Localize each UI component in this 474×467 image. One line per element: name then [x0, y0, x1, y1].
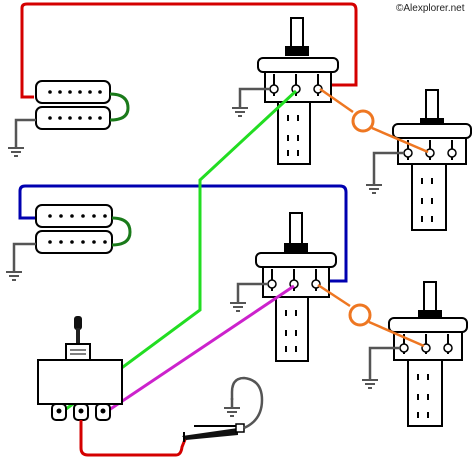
three-way-toggle-switch: [37, 316, 123, 421]
bridge-tone-capacitor: [319, 87, 429, 154]
bridge-pickup-ground-wire: [14, 118, 36, 138]
ground-symbol: [6, 136, 26, 158]
watermark: ©Alexplorer.net: [396, 3, 465, 14]
neck-volume-to-switch-wire: [105, 284, 295, 414]
neck-humbucker: [35, 204, 132, 254]
bridge-tone-pot: [392, 89, 472, 231]
bridge-volume-pot: [257, 17, 339, 165]
bridge-volume-ground-wire: [238, 87, 270, 98]
output-jack: [182, 423, 245, 442]
bridge-volume-to-switch-wire: [61, 89, 298, 414]
neck-tone-capacitor: [317, 283, 425, 348]
neck-volume-ground-wire: [236, 282, 268, 293]
jack-ground-wire: [230, 376, 264, 430]
ground-symbol: [230, 96, 250, 118]
bridge-pickup-hot-wire: [20, 2, 358, 99]
ground-symbol: [364, 173, 384, 195]
ground-symbol: [360, 368, 380, 390]
neck-tone-ground-wire: [368, 346, 400, 370]
ground-symbol: [222, 396, 242, 418]
neck-pickup-hot-wire: [18, 184, 348, 283]
ground-symbol: [4, 260, 24, 282]
neck-tone-pot: [388, 281, 468, 427]
bridge-tone-ground-wire: [372, 151, 404, 175]
neck-pickup-ground-wire: [12, 242, 36, 262]
switch-output-wire: [79, 420, 188, 457]
neck-volume-pot: [255, 212, 337, 362]
bridge-humbucker: [35, 80, 130, 130]
ground-symbol: [228, 291, 248, 313]
